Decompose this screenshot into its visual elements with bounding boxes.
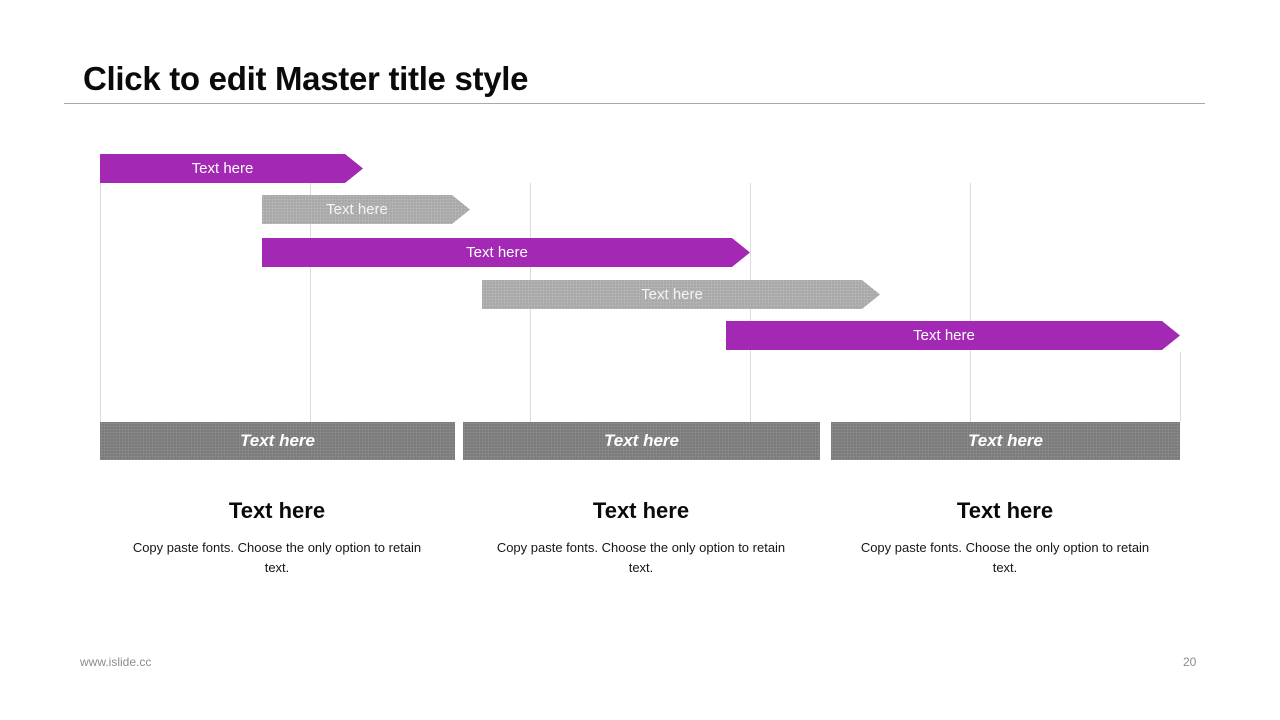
phase-bar-2[interactable]: Text here xyxy=(463,422,820,460)
gridline xyxy=(970,183,971,422)
timeline-arrow-label: Text here xyxy=(466,244,528,261)
description-column-2: Text here Copy paste fonts. Choose the o… xyxy=(481,498,801,577)
timeline-arrow-label: Text here xyxy=(326,201,388,218)
gridline xyxy=(310,183,311,422)
timeline-arrow-1[interactable]: Text here xyxy=(100,154,363,183)
timeline-arrow-2[interactable]: Text here xyxy=(262,195,470,224)
title-underline xyxy=(64,103,1205,104)
footer-website: www.islide.cc xyxy=(80,655,152,669)
description-column-3: Text here Copy paste fonts. Choose the o… xyxy=(845,498,1165,577)
phase-bar-label: Text here xyxy=(968,431,1043,450)
column-heading[interactable]: Text here xyxy=(228,498,326,523)
phase-bar-label: Text here xyxy=(604,431,679,450)
slide-title[interactable]: Click to edit Master title style xyxy=(83,60,529,97)
column-heading[interactable]: Text here xyxy=(592,498,690,523)
description-column-1: Text here Copy paste fonts. Choose the o… xyxy=(117,498,437,577)
timeline-arrow-5[interactable]: Text here xyxy=(726,321,1180,350)
column-heading[interactable]: Text here xyxy=(956,498,1054,523)
timeline-arrow-4[interactable]: Text here xyxy=(482,280,880,309)
phase-bar-label: Text here xyxy=(240,431,315,450)
gridline xyxy=(100,183,101,422)
gridline xyxy=(1180,352,1181,422)
timeline-arrow-label: Text here xyxy=(913,327,975,344)
phase-bar-1[interactable]: Text here xyxy=(100,422,455,460)
footer-page-number: 20 xyxy=(1183,655,1197,669)
column-body[interactable]: Copy paste fonts. Choose the only option… xyxy=(132,540,422,575)
timeline-arrow-label: Text here xyxy=(191,160,254,177)
column-body[interactable]: Copy paste fonts. Choose the only option… xyxy=(860,540,1150,575)
column-body[interactable]: Copy paste fonts. Choose the only option… xyxy=(496,540,786,575)
timeline-arrow-3[interactable]: Text here xyxy=(262,238,750,267)
timeline-arrow-label: Text here xyxy=(641,286,703,303)
phase-bar-3[interactable]: Text here xyxy=(831,422,1180,460)
